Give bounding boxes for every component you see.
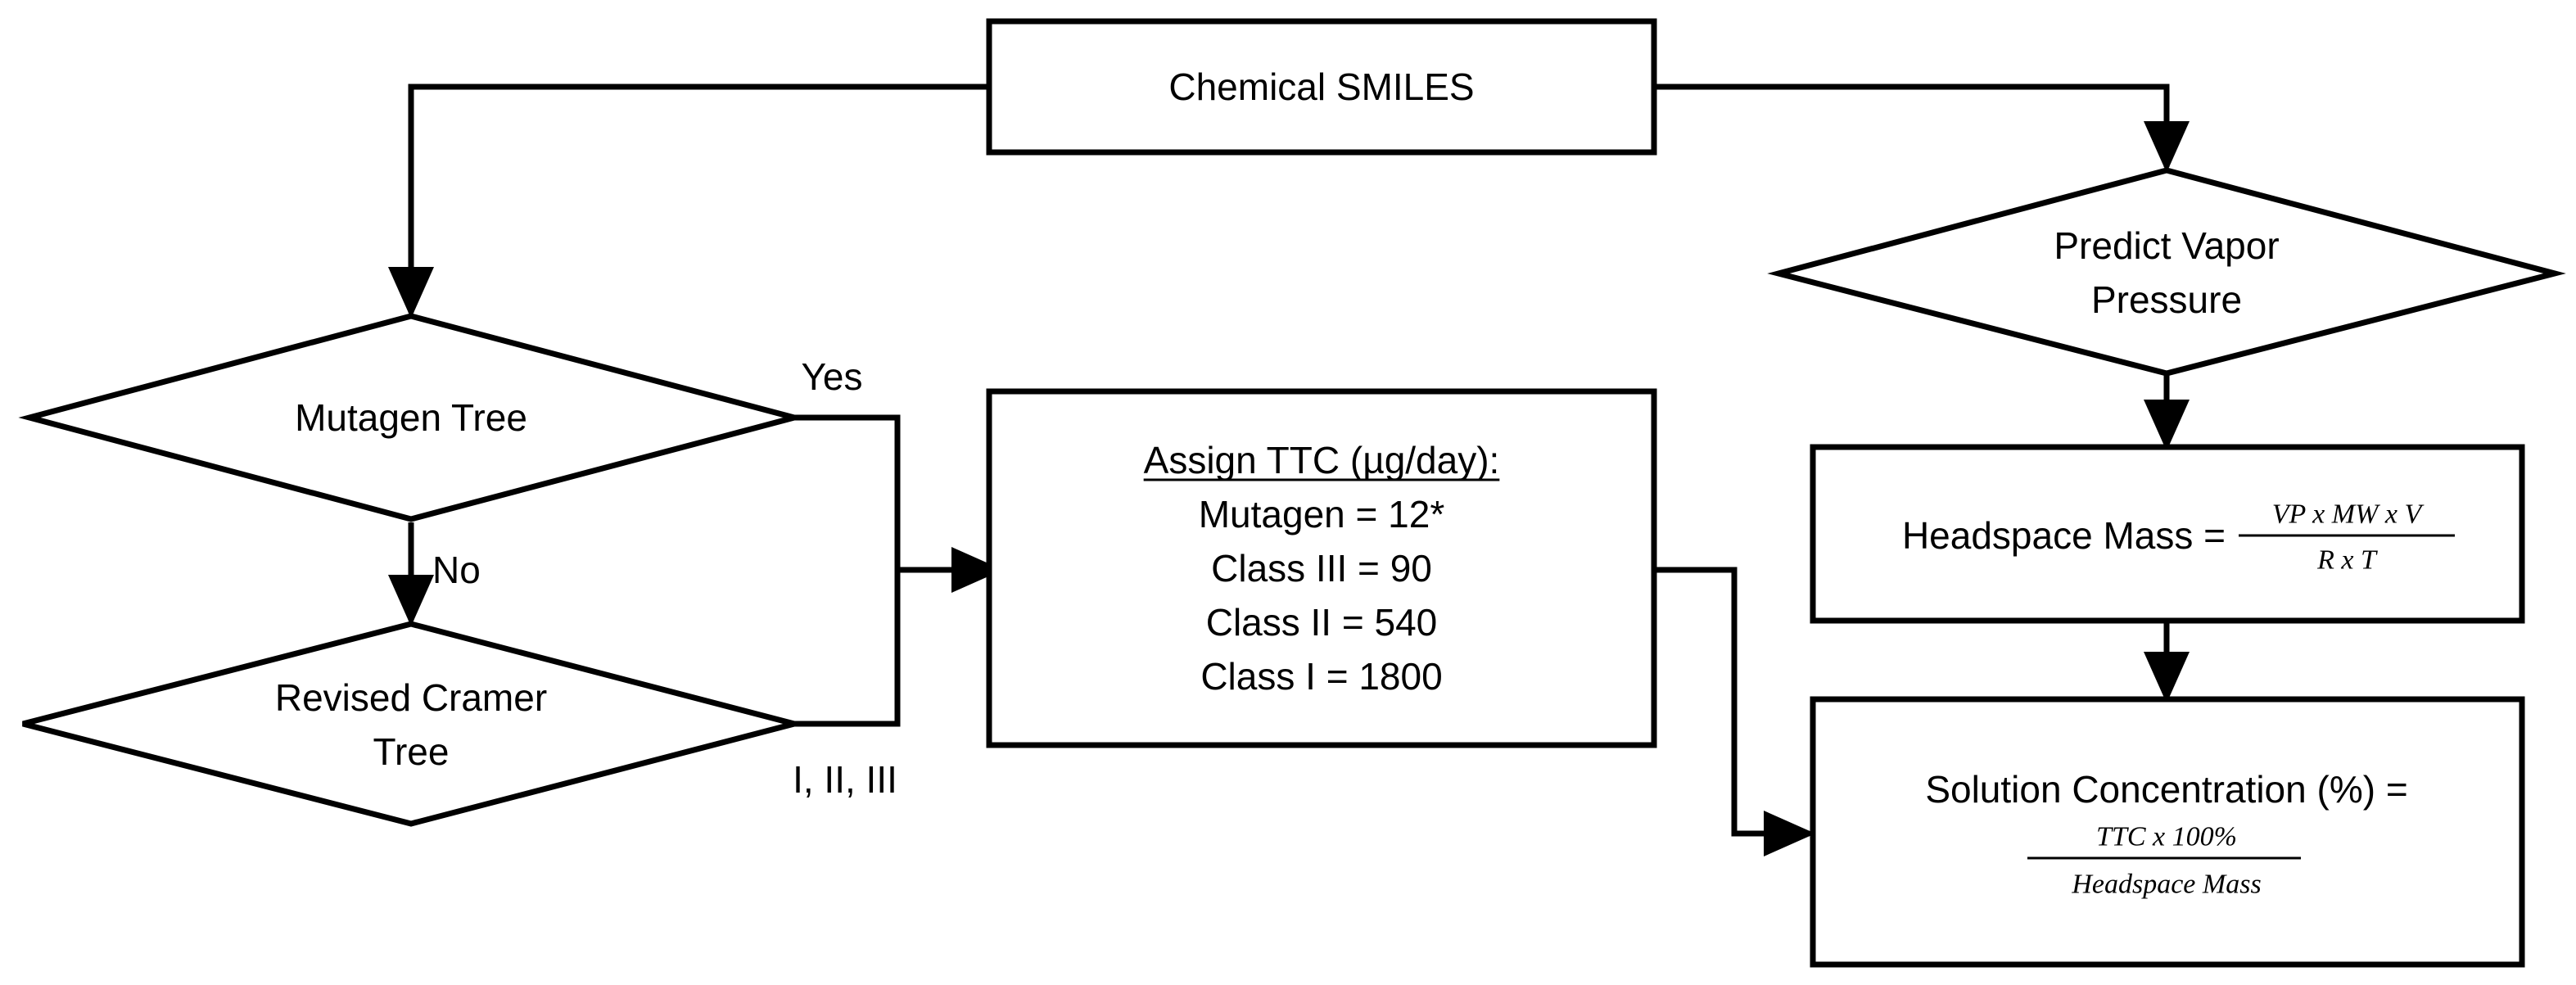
smiles-label: Chemical SMILES: [1168, 66, 1474, 108]
edge-label-no: No: [432, 549, 481, 591]
edge-smiles-to-vapor: [1654, 84, 2190, 173]
headspace-denominator: R x T: [2316, 545, 2378, 576]
headspace-numerator: VP x MW x V: [2272, 499, 2425, 530]
cramer-diamond: [22, 621, 806, 827]
cramer-tree-label-line1: Revised Cramer: [275, 676, 547, 719]
mutagen-diamond: [18, 313, 806, 522]
ttc-line-class3: Class III = 90: [1211, 547, 1432, 590]
solution-denominator: Headspace Mass: [2071, 870, 2261, 900]
edge-label-classes: I, II, III: [793, 758, 897, 801]
cramer-tree-label-line2: Tree: [373, 730, 450, 773]
vapor-label-line1: Predict Vapor: [2054, 224, 2279, 267]
solution-box: [1810, 696, 2525, 968]
vapor-diamond: [1767, 167, 2566, 377]
ttc-line-class2: Class II = 540: [1206, 601, 1438, 644]
ttc-line-mutagen: Mutagen = 12*: [1199, 493, 1445, 535]
mutagen-tree-label: Mutagen Tree: [295, 396, 527, 439]
edge-mutagen-yes: [794, 414, 901, 727]
ttc-line-class1: Class I = 1800: [1200, 655, 1442, 698]
ttc-box: [986, 388, 1657, 748]
ttc-title: Assign TTC (µg/day):: [1144, 439, 1500, 481]
headspace-box: [1810, 444, 2525, 624]
vapor-label-line2: Pressure: [2091, 278, 2242, 321]
edge-smiles-to-mutagen: [388, 84, 989, 319]
solution-numerator: TTC x 100%: [2096, 822, 2237, 852]
headspace-label: Headspace Mass =: [1902, 514, 2226, 557]
solution-label: Solution Concentration (%) =: [1925, 768, 2407, 811]
smiles-box: [986, 18, 1657, 156]
edge-label-yes: Yes: [801, 355, 862, 398]
edge-ttc-to-solution: [1654, 567, 1815, 856]
